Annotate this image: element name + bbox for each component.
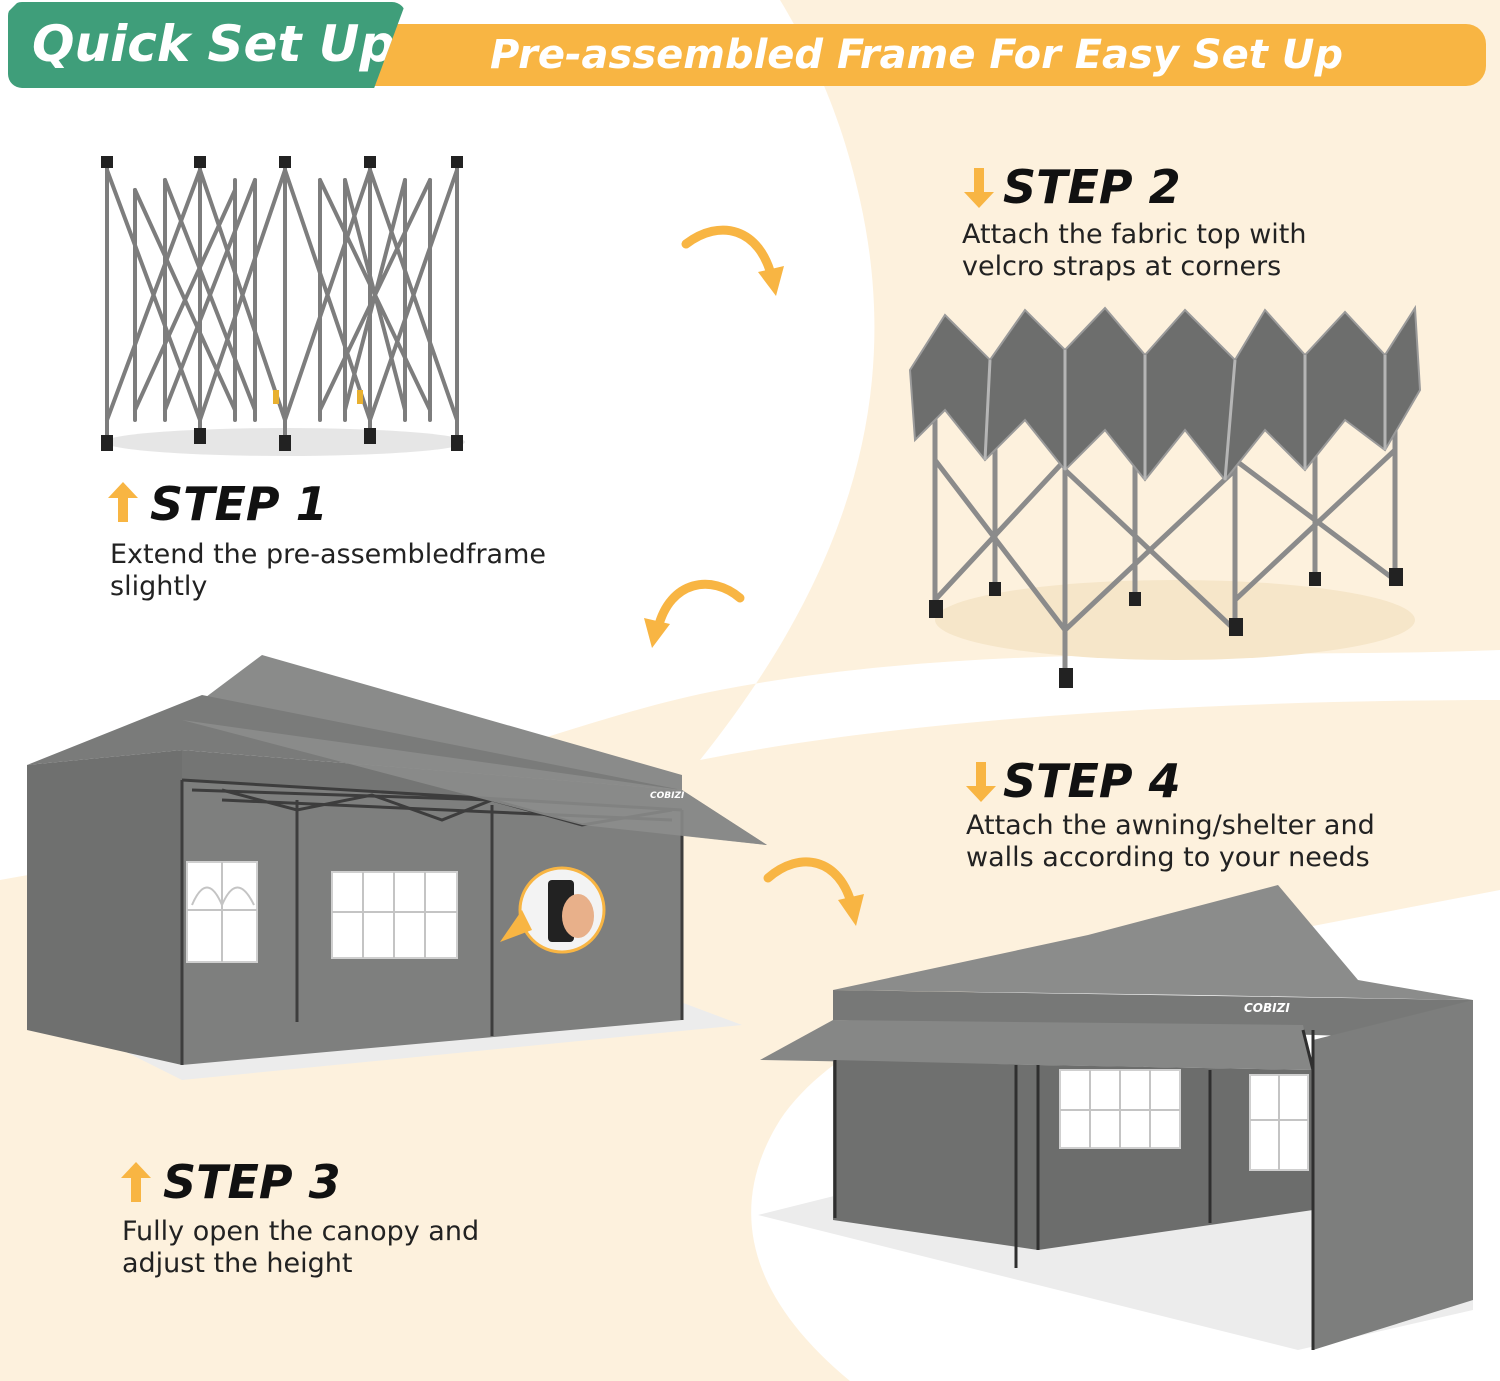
arrow-down-icon <box>964 168 994 208</box>
folded-frame-illustration <box>101 156 465 456</box>
step-2-desc-line-2: velcro straps at corners <box>962 251 1282 282</box>
brand-logo-small: COBIZI <box>650 791 685 801</box>
step-3-title: STEP 3 <box>163 1155 341 1209</box>
header-badge: Quick Set Up <box>8 2 406 88</box>
curved-arrow-icon <box>644 579 745 648</box>
step-4-title: STEP 4 <box>1003 754 1181 808</box>
step-1-desc-line-1: Extend the pre-assembledframe <box>110 539 547 570</box>
curved-arrow-icon <box>681 225 784 296</box>
arrow-up-icon <box>108 482 138 522</box>
frame-with-fabric-illustration <box>908 304 1422 688</box>
step-3-desc-line-1: Fully open the canopy and <box>122 1216 480 1247</box>
step-1-title: STEP 1 <box>150 477 328 531</box>
step-2-title: STEP 2 <box>1003 160 1181 214</box>
header-badge-label: Quick Set Up <box>32 15 396 73</box>
step-2-desc-line-1: Attach the fabric top with <box>962 219 1307 250</box>
open-canopy-illustration: COBIZI <box>27 655 767 1080</box>
arrow-down-icon <box>966 762 996 802</box>
brand-logo: COBIZI <box>1244 1001 1290 1015</box>
header-subtitle: Pre-assembled Frame For Easy Set Up <box>490 32 1343 78</box>
curved-arrow-icon <box>763 857 864 926</box>
step-1-desc-line-2: slightly <box>110 571 208 602</box>
canopy-with-awning-illustration: COBIZI <box>758 885 1473 1350</box>
step-3-desc-line-2: adjust the height <box>122 1248 353 1279</box>
arrow-up-icon <box>121 1162 151 1202</box>
step-4-desc-line-2: walls according to your needs <box>966 842 1370 873</box>
step-4-desc-line-1: Attach the awning/shelter and <box>966 810 1375 841</box>
header-banner: Pre-assembled Frame For Easy Set Up <box>330 24 1486 86</box>
